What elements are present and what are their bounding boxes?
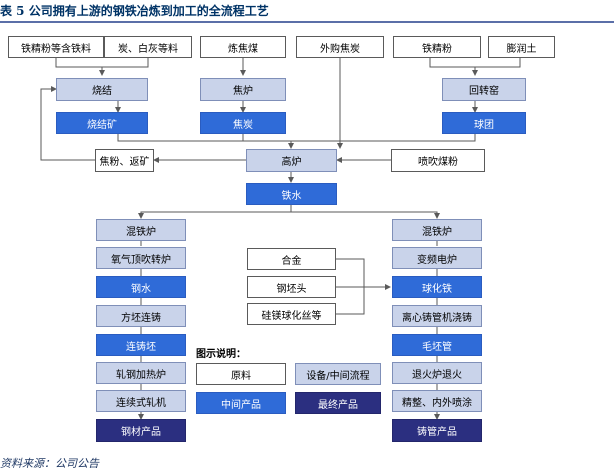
node-cast-billet: 连铸坯 — [96, 334, 186, 356]
node-coke-lime: 炭、白灰等料 — [104, 36, 192, 58]
node-steel-products: 钢材产品 — [96, 419, 186, 442]
node-bought-coke: 外购焦炭 — [296, 36, 384, 58]
node-oxygen-converter: 氧气顶吹转炉 — [96, 247, 186, 269]
legend-final: 最终产品 — [295, 392, 381, 414]
node-alloy: 合金 — [247, 248, 336, 270]
node-centrifugal-caster: 离心铸管机浇铸 — [392, 305, 482, 327]
node-sinter-ore: 烧结矿 — [56, 112, 148, 134]
connector-return-loop — [40, 86, 95, 161]
node-iron-fine: 铁精粉 — [393, 36, 481, 58]
source-note: 资料来源：公司公告 — [0, 457, 99, 470]
node-molten-iron: 铁水 — [246, 183, 337, 205]
node-blast-furnace: 高炉 — [246, 149, 337, 172]
node-annealing: 退火炉退火 — [392, 362, 482, 384]
legend-equipment: 设备/中间流程 — [295, 363, 381, 385]
legend-raw: 原料 — [196, 363, 286, 385]
node-coke-return: 焦粉、返矿 — [95, 149, 154, 172]
node-mixer-left: 混铁炉 — [96, 219, 186, 241]
node-rolling-mill: 连续式轧机 — [96, 390, 186, 412]
connector-pellet-raw-to-kiln — [429, 58, 521, 75]
connector-raw-to-sintering — [55, 58, 149, 75]
node-induction-furnace: 变频电炉 — [392, 247, 482, 269]
node-nodulizer: 硅镁球化丝等 — [247, 303, 336, 325]
node-sintering: 烧结 — [56, 78, 148, 101]
connector-alloy-inputs — [336, 258, 390, 315]
node-heating-furnace: 轧钢加热炉 — [96, 362, 186, 384]
node-nodular-iron: 球化铁 — [392, 276, 482, 298]
node-coke-oven: 焦炉 — [200, 78, 286, 101]
node-pipe-products: 铸管产品 — [392, 419, 482, 442]
figure-title: 表 5 公司拥有上游的钢铁冶炼到加工的全流程工艺 — [0, 4, 269, 18]
connector-pellet-to-bf — [291, 134, 476, 142]
legend-title: 图示说明： — [196, 349, 246, 360]
node-steel-water: 钢水 — [96, 276, 186, 298]
node-iron-powder-mix: 铁精粉等含铁料 — [8, 36, 104, 58]
node-rotary-kiln: 回转窑 — [442, 78, 526, 101]
connector-sinter-ore-to-bf — [117, 134, 294, 149]
node-pellet: 球团 — [442, 112, 526, 134]
node-coke: 焦炭 — [200, 112, 286, 134]
title-rule — [0, 21, 614, 23]
node-billet-head: 钢坯头 — [247, 276, 336, 298]
node-raw-pipe: 毛坯管 — [392, 334, 482, 356]
legend-intermediate: 中间产品 — [196, 392, 286, 414]
node-coal-injection: 喷吹煤粉 — [391, 149, 485, 172]
node-coking-coal: 炼焦煤 — [200, 36, 286, 58]
node-finishing: 精整、内外喷涂 — [392, 390, 482, 412]
node-bentonite: 膨润土 — [488, 36, 555, 58]
node-mixer-right: 混铁炉 — [392, 219, 482, 241]
connector-molten-iron-split — [140, 205, 437, 218]
node-billet-caster: 方坯连铸 — [96, 305, 186, 327]
